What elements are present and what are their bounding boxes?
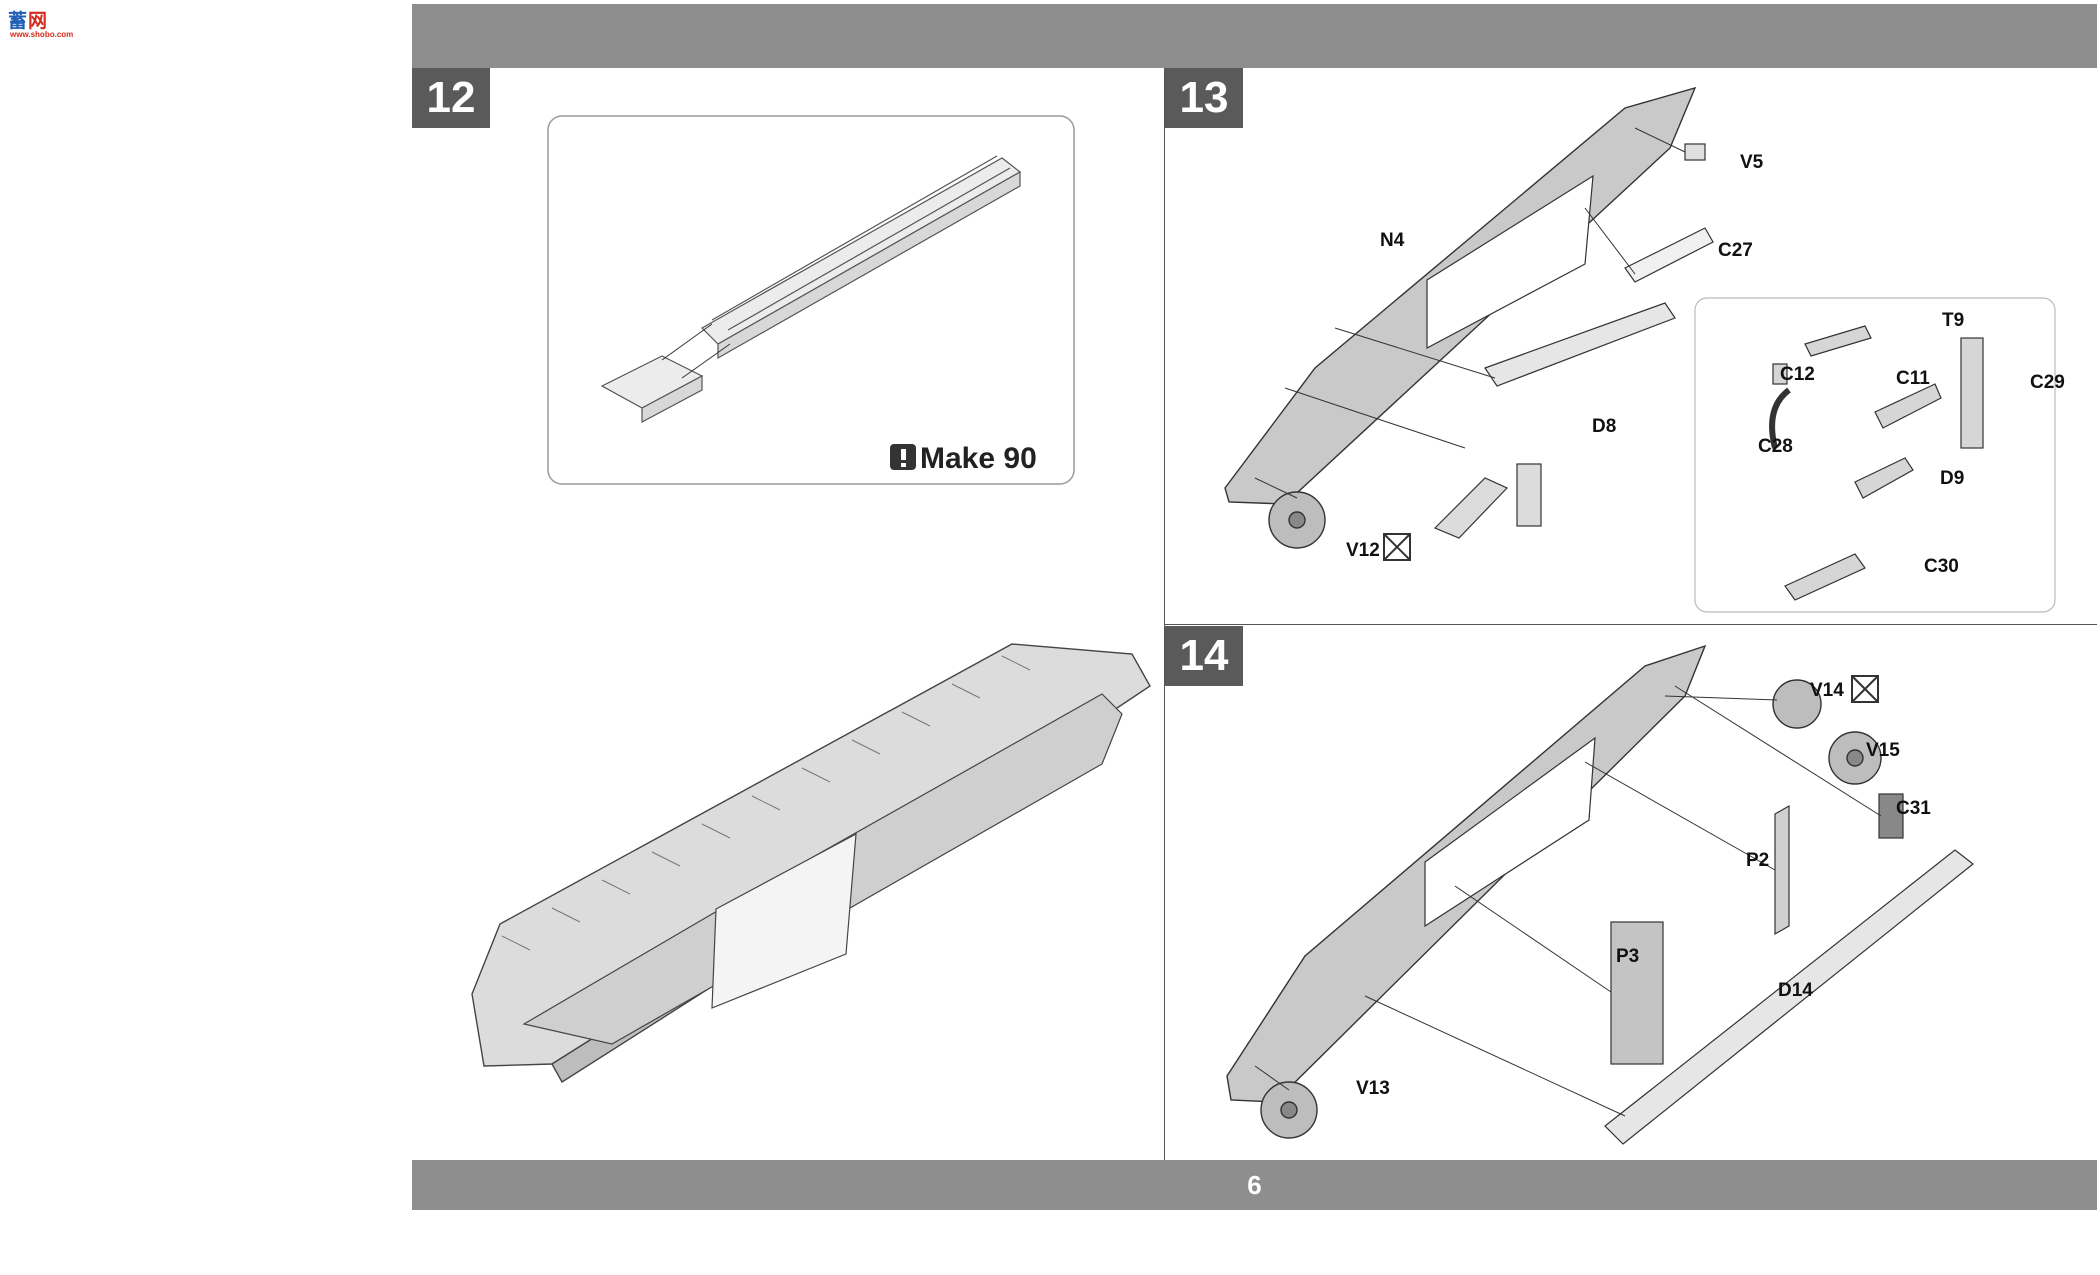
instruction-page: 6 12 13 14 Make 90 xyxy=(412,4,2097,1210)
assembly-arrows xyxy=(1254,685,1882,1117)
bottom-band: 6 xyxy=(412,1160,2097,1210)
sprocket-v14 xyxy=(1772,679,1822,729)
detail-parts xyxy=(1769,325,1984,601)
label-v5: V5 xyxy=(1740,152,1764,173)
page-number: 6 xyxy=(1247,1170,1262,1200)
warning-icon xyxy=(890,444,916,470)
no-glue-icon xyxy=(1851,675,1879,703)
label-p2: P2 xyxy=(1746,850,1769,871)
track-link-pieces xyxy=(600,355,704,423)
label-v15: V15 xyxy=(1866,740,1900,761)
step-12-badge: 12 xyxy=(412,68,490,128)
label-d9: D9 xyxy=(1940,468,1964,489)
logo-url: www.shobo.com xyxy=(10,30,74,39)
step-12-track-diagram: Make 90 xyxy=(547,115,1075,485)
part-c31 xyxy=(1878,793,1904,839)
track-strip xyxy=(701,155,1022,360)
part-p3 xyxy=(1610,921,1664,1065)
label-c12: C12 xyxy=(1780,364,1815,385)
step-14-badge: 14 xyxy=(1165,626,1243,686)
idler-wheel-v12 xyxy=(1268,491,1326,549)
site-logo: 蓄网 www.shobo.com xyxy=(8,6,74,40)
part-p2 xyxy=(1774,804,1790,936)
assembly-arrows xyxy=(1254,127,1686,499)
hull-window xyxy=(1424,736,1596,928)
label-d14: D14 xyxy=(1778,980,1813,1001)
part-d14-track-guide xyxy=(1604,849,1974,1145)
label-v13: V13 xyxy=(1356,1078,1390,1099)
label-c29: C29 xyxy=(2030,372,2065,393)
step-13-badge: 13 xyxy=(1165,68,1243,128)
label-c31: C31 xyxy=(1896,798,1931,819)
label-d8: D8 xyxy=(1592,416,1616,437)
sprocket-v15 xyxy=(1828,731,1882,785)
step-13-diagram xyxy=(1224,86,2056,613)
label-t9: T9 xyxy=(1942,310,1964,331)
track-treads xyxy=(501,655,1031,951)
hull-window xyxy=(1426,174,1594,349)
assembly-arrow xyxy=(661,323,713,361)
label-c11: C11 xyxy=(1896,368,1930,389)
label-n4: N4 xyxy=(1380,230,1405,251)
vertical-divider xyxy=(1164,68,1165,1160)
top-band xyxy=(412,4,2097,68)
part-c27 xyxy=(1624,227,1714,283)
assembly-arrow xyxy=(681,343,731,379)
label-p3: P3 xyxy=(1616,946,1639,967)
no-glue-icon xyxy=(1383,533,1411,561)
label-c30: C30 xyxy=(1924,556,1959,577)
label-v12: V12 xyxy=(1346,540,1380,561)
suspension-parts xyxy=(1433,463,1542,539)
hull-opening xyxy=(711,832,857,1009)
make-count-note: Make 90 xyxy=(920,442,1037,475)
completed-tank-diagram xyxy=(471,643,1151,1083)
part-d8-strip xyxy=(1484,302,1676,387)
step-14-diagram xyxy=(1226,644,1974,1145)
horizontal-divider xyxy=(1165,624,2097,625)
label-c28: C28 xyxy=(1758,436,1793,457)
idler-wheel-v13 xyxy=(1260,1081,1318,1139)
label-c27: C27 xyxy=(1718,240,1753,261)
label-v14: V14 xyxy=(1810,680,1844,701)
logo-glyphs: 蓄网 xyxy=(8,11,49,32)
